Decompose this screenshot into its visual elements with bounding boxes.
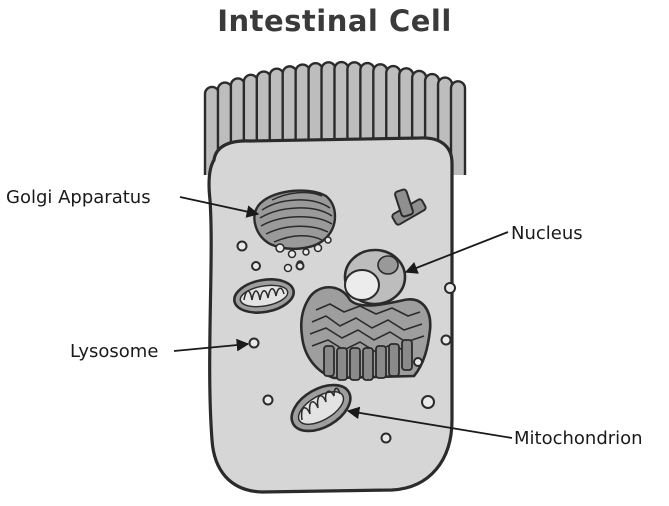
lysosome bbox=[444, 282, 456, 294]
mitochondrion-label: Mitochondrion bbox=[514, 428, 643, 449]
mitochondrion-upper bbox=[233, 278, 295, 314]
nucleus-leader-line bbox=[404, 231, 509, 274]
lysosome bbox=[413, 357, 423, 367]
nucleus bbox=[343, 248, 407, 306]
lysosome-leader-line bbox=[173, 338, 250, 352]
lysosomes bbox=[236, 240, 456, 444]
lysosome bbox=[440, 334, 452, 346]
lysosome-label: Lysosome bbox=[70, 341, 158, 362]
lysosome bbox=[262, 394, 274, 406]
centriole bbox=[391, 188, 427, 226]
lysosome-labeled bbox=[248, 337, 260, 349]
lysosome bbox=[251, 261, 261, 271]
mitochondrion-lower bbox=[290, 383, 352, 433]
lysosome bbox=[236, 240, 248, 252]
microvillus bbox=[449, 80, 467, 175]
mitochondrion-leader-line bbox=[346, 406, 513, 439]
golgi-apparatus-label: Golgi Apparatus bbox=[6, 187, 151, 208]
lysosome bbox=[380, 432, 392, 444]
lysosome bbox=[295, 261, 305, 271]
golgi-leader-line bbox=[179, 196, 260, 218]
rough-endoplasmic-reticulum bbox=[299, 285, 432, 381]
lysosome bbox=[421, 395, 435, 409]
nucleus-label: Nucleus bbox=[511, 223, 583, 244]
diagram-title: Intestinal Cell bbox=[217, 4, 452, 38]
microvilli bbox=[203, 60, 467, 175]
